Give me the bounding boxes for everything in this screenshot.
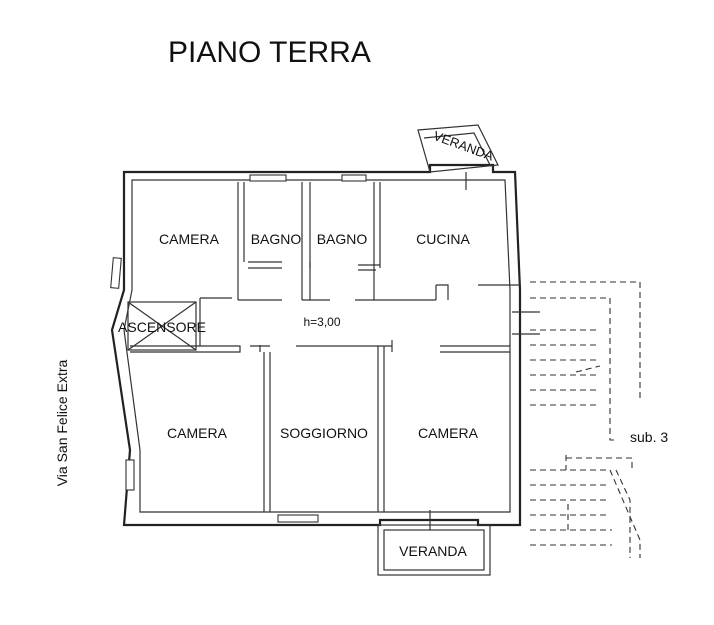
street-label: Via San Felice Extra [54, 360, 70, 487]
staircase [530, 281, 641, 558]
room-label-veranda-top: VERANDA [431, 128, 495, 164]
room-label-camera-nw: CAMERA [159, 231, 220, 247]
interior-walls [130, 182, 540, 512]
room-label-veranda-bottom: VERANDA [399, 543, 467, 559]
room-label-camera-sw: CAMERA [167, 425, 228, 441]
room-label-bagno-1: BAGNO [251, 231, 302, 247]
height-label: h=3,00 [303, 315, 340, 329]
room-label-cucina: CUCINA [416, 231, 470, 247]
room-label-soggiorno: SOGGIORNO [280, 425, 368, 441]
windows [110, 174, 367, 523]
veranda-top-outline [417, 124, 499, 190]
sub-label: sub. 3 [630, 429, 668, 445]
elevator-shaft [127, 301, 197, 351]
room-label-ascensore: ASCENSORE [118, 319, 206, 335]
plan-title: PIANO TERRA [168, 36, 371, 69]
outer-walls [110, 163, 522, 527]
room-label-camera-se: CAMERA [418, 425, 479, 441]
veranda-bottom-outline [377, 510, 491, 576]
room-label-bagno-2: BAGNO [317, 231, 368, 247]
